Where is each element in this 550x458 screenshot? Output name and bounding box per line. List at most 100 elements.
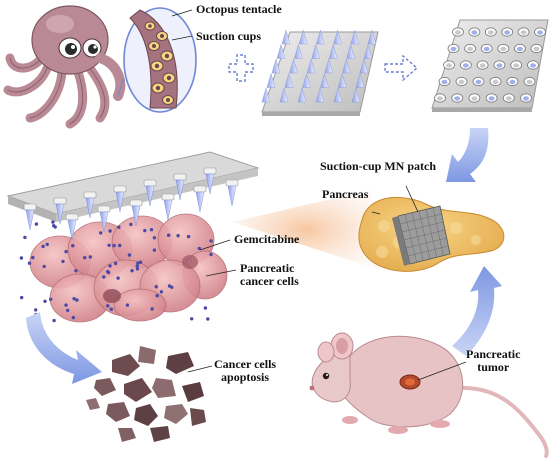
drug-dot (64, 249, 68, 254)
drug-dot (74, 269, 78, 273)
drug-dot (186, 234, 191, 239)
suction-cup-center (483, 46, 490, 52)
drug-dot (149, 228, 154, 232)
drug-dot (135, 267, 140, 271)
suction-cup-center (458, 79, 465, 85)
suction-cup-center (504, 30, 511, 35)
label-pancreatic-tumor-line1: Pancreatic (466, 347, 521, 361)
label-cancer-cells-apoptosis: Cancer cells apoptosis (214, 358, 276, 384)
microneedle (359, 58, 369, 74)
drug-dot (152, 248, 157, 252)
label-suction-cup-mn-patch: Suction-cup MN patch (320, 159, 437, 173)
needle-base (83, 191, 97, 199)
suction-cup-center (533, 46, 540, 52)
needle-base (129, 199, 143, 207)
curved-arrow-up-icon (452, 266, 502, 356)
suction-cup-center (467, 46, 474, 52)
microneedle (25, 209, 35, 231)
suction-cup-center (471, 96, 478, 101)
microneedle (342, 58, 351, 74)
microneedle (145, 185, 155, 207)
drug-dot (106, 269, 110, 274)
suction-cup-center (441, 79, 448, 85)
drug-dot (45, 242, 49, 247)
microneedle (351, 87, 361, 103)
microneedle (271, 58, 281, 74)
drug-dot (130, 269, 134, 273)
label-pancreas: Pancreas (322, 187, 369, 201)
microneedle (284, 72, 294, 88)
needle-base (173, 173, 187, 181)
needle-base (203, 167, 217, 175)
drug-dot (154, 285, 158, 289)
suction-cup-center (492, 79, 499, 85)
drug-dot (23, 235, 27, 240)
drug-dot (206, 317, 210, 321)
needle-base (97, 205, 111, 213)
microneedle (163, 199, 173, 221)
label-pancreatic-cancer-cells: Pancreatic cancer cells (240, 262, 299, 288)
microneedle (67, 219, 77, 241)
label-cancer-cells-apoptosis-line1: Cancer cells (214, 357, 277, 371)
label-cancer-cells-apoptosis-line2: apoptosis (221, 370, 270, 384)
needle-base (161, 193, 175, 201)
drug-dot (27, 261, 32, 265)
suction-cup-center (509, 79, 516, 85)
microneedle (298, 29, 308, 45)
suction-cup-center (513, 63, 520, 68)
suction-cup-center (455, 30, 461, 35)
microneedle (55, 203, 65, 225)
microneedle (350, 29, 360, 45)
drug-dot (99, 231, 103, 235)
suction-cup-center (520, 30, 527, 35)
microneedle (131, 205, 141, 227)
microneedle (205, 173, 215, 195)
drug-dot (83, 256, 87, 260)
needle-base (23, 203, 37, 211)
drug-dot (152, 236, 157, 240)
microneedle (261, 87, 271, 103)
arrow-right-icon (384, 54, 419, 82)
suction-cup-center (496, 63, 503, 68)
drug-dot (167, 284, 172, 288)
drug-dot (113, 261, 118, 266)
suction-cup-center (487, 30, 494, 35)
zoom-cone (232, 190, 380, 270)
drug-dot (108, 229, 112, 233)
drug-dot (116, 276, 120, 280)
microneedle (328, 43, 338, 59)
microneedle (311, 43, 321, 59)
needle-base (65, 213, 79, 221)
suction-cup-center (500, 46, 507, 52)
label-gemcitabine: Gemcitabine (234, 232, 300, 246)
octopus-illustration (3, 5, 126, 129)
microneedle (266, 72, 276, 88)
patch-grid-line (407, 245, 449, 257)
microneedle-patch-plain (261, 29, 379, 116)
patch-on-tumor (6, 151, 260, 323)
needle-base (143, 179, 157, 187)
tentacle-zoom-lens (117, 7, 197, 113)
suction-cup-center (526, 79, 533, 85)
microneedle (281, 29, 291, 45)
suction-cup-center (516, 46, 523, 52)
microneedle (320, 72, 329, 88)
label-pancreatic-tumor: Pancreatic tumor (466, 348, 520, 374)
drug-dot (88, 255, 93, 259)
needle-base (113, 185, 127, 193)
microneedle (279, 87, 289, 103)
drug-dot (136, 261, 140, 265)
drug-dot (176, 234, 180, 238)
suction-cup-center (471, 30, 478, 35)
suction-cup-center (475, 79, 482, 85)
drug-dot (41, 244, 45, 249)
drug-dot (209, 252, 213, 257)
label-pancreatic-cancer-cells-line1: Pancreatic (240, 261, 295, 275)
microneedle (115, 191, 125, 213)
microneedle (289, 58, 298, 74)
drug-dot (51, 220, 55, 224)
microneedle (333, 87, 343, 103)
microneedle (195, 191, 205, 213)
drug-dot (34, 222, 39, 226)
drug-dot (61, 259, 65, 264)
